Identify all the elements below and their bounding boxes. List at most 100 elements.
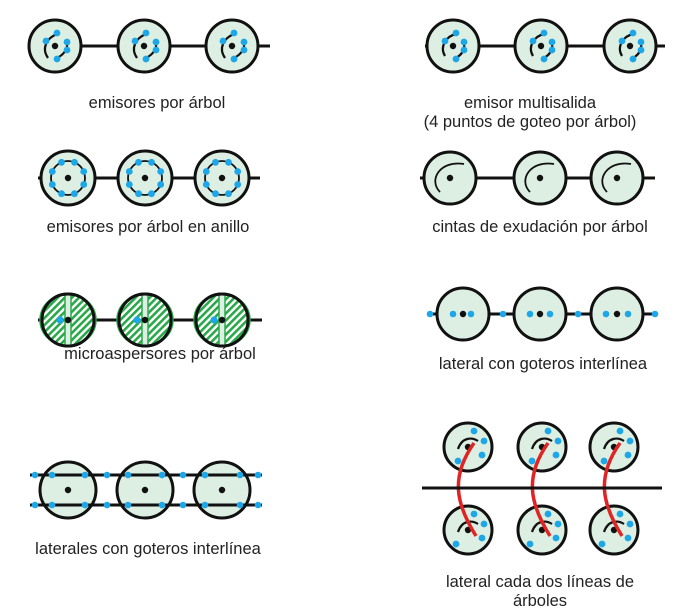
emitter-dot bbox=[540, 55, 548, 63]
emitter-dot bbox=[544, 427, 552, 435]
emitter-dot bbox=[53, 55, 61, 63]
exudation-tape bbox=[434, 162, 465, 193]
emitter-dot bbox=[452, 540, 460, 548]
tree-trunk bbox=[64, 486, 72, 494]
tree bbox=[193, 149, 251, 207]
wetted-area bbox=[224, 294, 251, 346]
drip-ring bbox=[127, 160, 163, 196]
emitter-dot bbox=[31, 471, 39, 479]
emitter-dot bbox=[624, 451, 632, 459]
caption-emisores-arbol: emisores por árbol bbox=[47, 94, 267, 113]
emitter-dot bbox=[80, 168, 88, 175]
caption-line: emisor multisalida bbox=[463, 94, 597, 112]
caption-line: lateral con goteros interlínea bbox=[438, 355, 648, 373]
tree-canopy-outline bbox=[40, 292, 96, 348]
emitter-dot bbox=[58, 158, 65, 166]
emitter-dot bbox=[478, 534, 486, 542]
drip-ring bbox=[50, 160, 86, 196]
emitter-dot bbox=[48, 181, 56, 188]
tree-trunk bbox=[64, 316, 72, 324]
drip-tube bbox=[530, 437, 553, 450]
caption-laterales-interlinea: laterales con goteros interlínea bbox=[0, 540, 296, 559]
emitter-dot bbox=[254, 501, 262, 509]
emitter-dot bbox=[426, 310, 434, 318]
emitter-dot bbox=[616, 427, 624, 435]
emitter-dot bbox=[552, 451, 560, 459]
emitter-dot bbox=[31, 501, 39, 509]
emitter-dot bbox=[552, 534, 560, 542]
tree bbox=[39, 292, 97, 348]
emitter-dot bbox=[202, 168, 210, 175]
emitter-dot bbox=[629, 29, 637, 37]
emitter-dot bbox=[53, 29, 61, 37]
tree bbox=[516, 421, 568, 473]
emitter-dot bbox=[499, 310, 507, 318]
tree bbox=[589, 286, 645, 342]
emitter-dot bbox=[236, 501, 244, 509]
emitter-dot bbox=[234, 168, 242, 175]
tree-trunk bbox=[446, 174, 454, 182]
emitter-dot bbox=[526, 310, 534, 318]
tree bbox=[588, 421, 640, 473]
emitter-dot bbox=[528, 457, 536, 465]
emitter-dot bbox=[230, 55, 238, 63]
tree-trunk bbox=[536, 310, 544, 318]
tree-trunk bbox=[626, 42, 634, 50]
emitter-dot bbox=[133, 316, 141, 324]
tree bbox=[204, 18, 260, 74]
emitter-dot bbox=[124, 471, 132, 479]
emitter-dot bbox=[626, 437, 634, 445]
emitter-dot bbox=[201, 471, 209, 479]
emitter-dot bbox=[219, 37, 227, 45]
emitter-dot bbox=[240, 46, 248, 54]
emitter-dot bbox=[225, 190, 232, 198]
emitter-dot bbox=[157, 168, 165, 175]
emitter-dot bbox=[81, 471, 89, 479]
emitter-dot bbox=[651, 310, 659, 318]
emitter-dot bbox=[212, 190, 219, 198]
emitter-dot bbox=[554, 437, 562, 445]
emitter-dot bbox=[629, 55, 637, 63]
tree-trunk bbox=[228, 42, 236, 50]
emitter-dot bbox=[600, 457, 608, 465]
tree bbox=[435, 286, 491, 342]
tree bbox=[116, 292, 174, 348]
caption-cintas: cintas de exudación por árbol bbox=[395, 218, 680, 237]
emitter-dot bbox=[148, 158, 155, 166]
emitter-dot bbox=[201, 501, 209, 509]
drip-tube bbox=[456, 437, 479, 450]
emitter-dot bbox=[637, 46, 645, 54]
emitter-dot bbox=[71, 190, 78, 198]
caption-emisor-multisalida: emisor multisalida (4 puntos de goteo po… bbox=[380, 94, 680, 132]
emitter-dot bbox=[142, 29, 150, 37]
tree bbox=[589, 150, 645, 206]
tree-trunk bbox=[141, 174, 149, 182]
tree bbox=[39, 149, 97, 207]
exudation-tape bbox=[601, 162, 632, 193]
tree bbox=[442, 421, 494, 473]
tree bbox=[512, 150, 568, 206]
lateral-link bbox=[602, 441, 624, 537]
emitter-dot bbox=[81, 501, 89, 509]
emitter-dot bbox=[480, 437, 488, 445]
tree-trunk bbox=[141, 316, 149, 324]
tree-canopy-outline bbox=[194, 292, 250, 348]
emitter-dot bbox=[470, 510, 478, 518]
emitter-dot bbox=[544, 510, 552, 518]
tree bbox=[193, 292, 251, 348]
tree-trunk bbox=[459, 310, 467, 318]
emitter-dot bbox=[152, 38, 160, 46]
caption-line: cintas de exudación por árbol bbox=[432, 218, 648, 236]
emitter-dot bbox=[63, 38, 71, 46]
wetted-area bbox=[70, 294, 97, 346]
emitter-dot bbox=[202, 181, 210, 188]
tree-trunk bbox=[218, 486, 226, 494]
emitter-dot bbox=[616, 510, 624, 518]
emitter-dot bbox=[103, 501, 111, 509]
emitter-dot bbox=[212, 158, 219, 166]
emitter-dot bbox=[236, 471, 244, 479]
emitter-dot bbox=[179, 501, 187, 509]
emitter-dot bbox=[467, 310, 475, 318]
caption-line: (4 puntos de goteo por árbol) bbox=[423, 113, 637, 131]
tree bbox=[116, 149, 174, 207]
